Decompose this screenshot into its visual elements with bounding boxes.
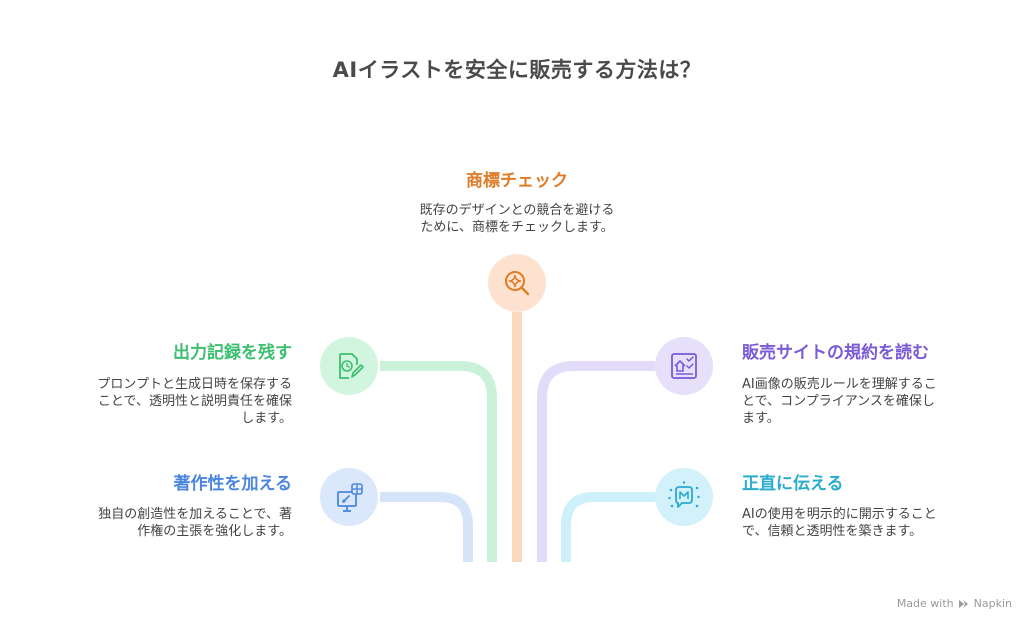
heading-keep-output-records: 出力記録を残す <box>173 343 292 363</box>
desc-line: AI画像の販売ルールを理解するこ <box>742 377 937 392</box>
desc-add-authorship: 独自の創造性を加えることで、著 作権の主張を強化します。 <box>52 506 292 540</box>
easel-compass-icon <box>320 468 378 526</box>
napkin-logo-icon <box>958 599 968 608</box>
desc-line: AIの使用を明示的に開示すること <box>742 507 937 522</box>
magnifier-sparkle-icon <box>488 254 546 312</box>
desc-line: で、信頼と透明性を築きます。 <box>742 524 923 539</box>
desc-line: ことで、透明性と説明責任を確保 <box>97 394 292 409</box>
connector-right-lower <box>561 492 655 562</box>
desc-line: 既存のデザインとの競合を避ける <box>419 203 615 218</box>
desc-trademark-check: 既存のデザインとの競合を避ける ために、商標をチェックします。 <box>377 202 657 236</box>
desc-line: 独自の創造性を加えることで、著 <box>98 507 292 522</box>
page-title: AIイラストを安全に販売する方法は？ <box>332 58 702 82</box>
heading-trademark-check: 商標チェック <box>466 171 568 191</box>
desc-line: プロンプトと生成日時を保存する <box>97 377 292 392</box>
desc-keep-output-records: プロンプトと生成日時を保存する ことで、透明性と説明責任を確保 します。 <box>52 376 292 427</box>
desc-line: ために、商標をチェックします。 <box>420 220 614 235</box>
connector-right-upper <box>537 361 655 562</box>
desc-line: ます。 <box>742 411 780 426</box>
heading-read-site-terms: 販売サイトの規約を読む <box>742 343 929 363</box>
desc-line: とで、コンプライアンスを確保し <box>742 394 935 409</box>
desc-line: します。 <box>241 411 292 426</box>
napkin-brand: Napkin <box>973 597 1012 610</box>
connector-left-upper <box>380 361 497 562</box>
heading-add-authorship: 著作性を加える <box>173 474 293 494</box>
desc-line: 作権の主張を強化します。 <box>137 524 292 539</box>
speech-sparkle-icon <box>655 468 713 526</box>
made-with-label: Made with <box>896 597 954 610</box>
desc-read-site-terms: AI画像の販売ルールを理解するこ とで、コンプライアンスを確保し ます。 <box>742 376 982 427</box>
connector-left-lower <box>380 492 473 562</box>
house-checklist-icon <box>655 337 713 395</box>
napkin-footer: Made with Napkin <box>897 597 1012 610</box>
document-clock-pen-icon <box>320 337 378 395</box>
heading-be-honest: 正直に伝える <box>742 474 844 494</box>
desc-be-honest: AIの使用を明示的に開示すること で、信頼と透明性を築きます。 <box>742 506 982 540</box>
